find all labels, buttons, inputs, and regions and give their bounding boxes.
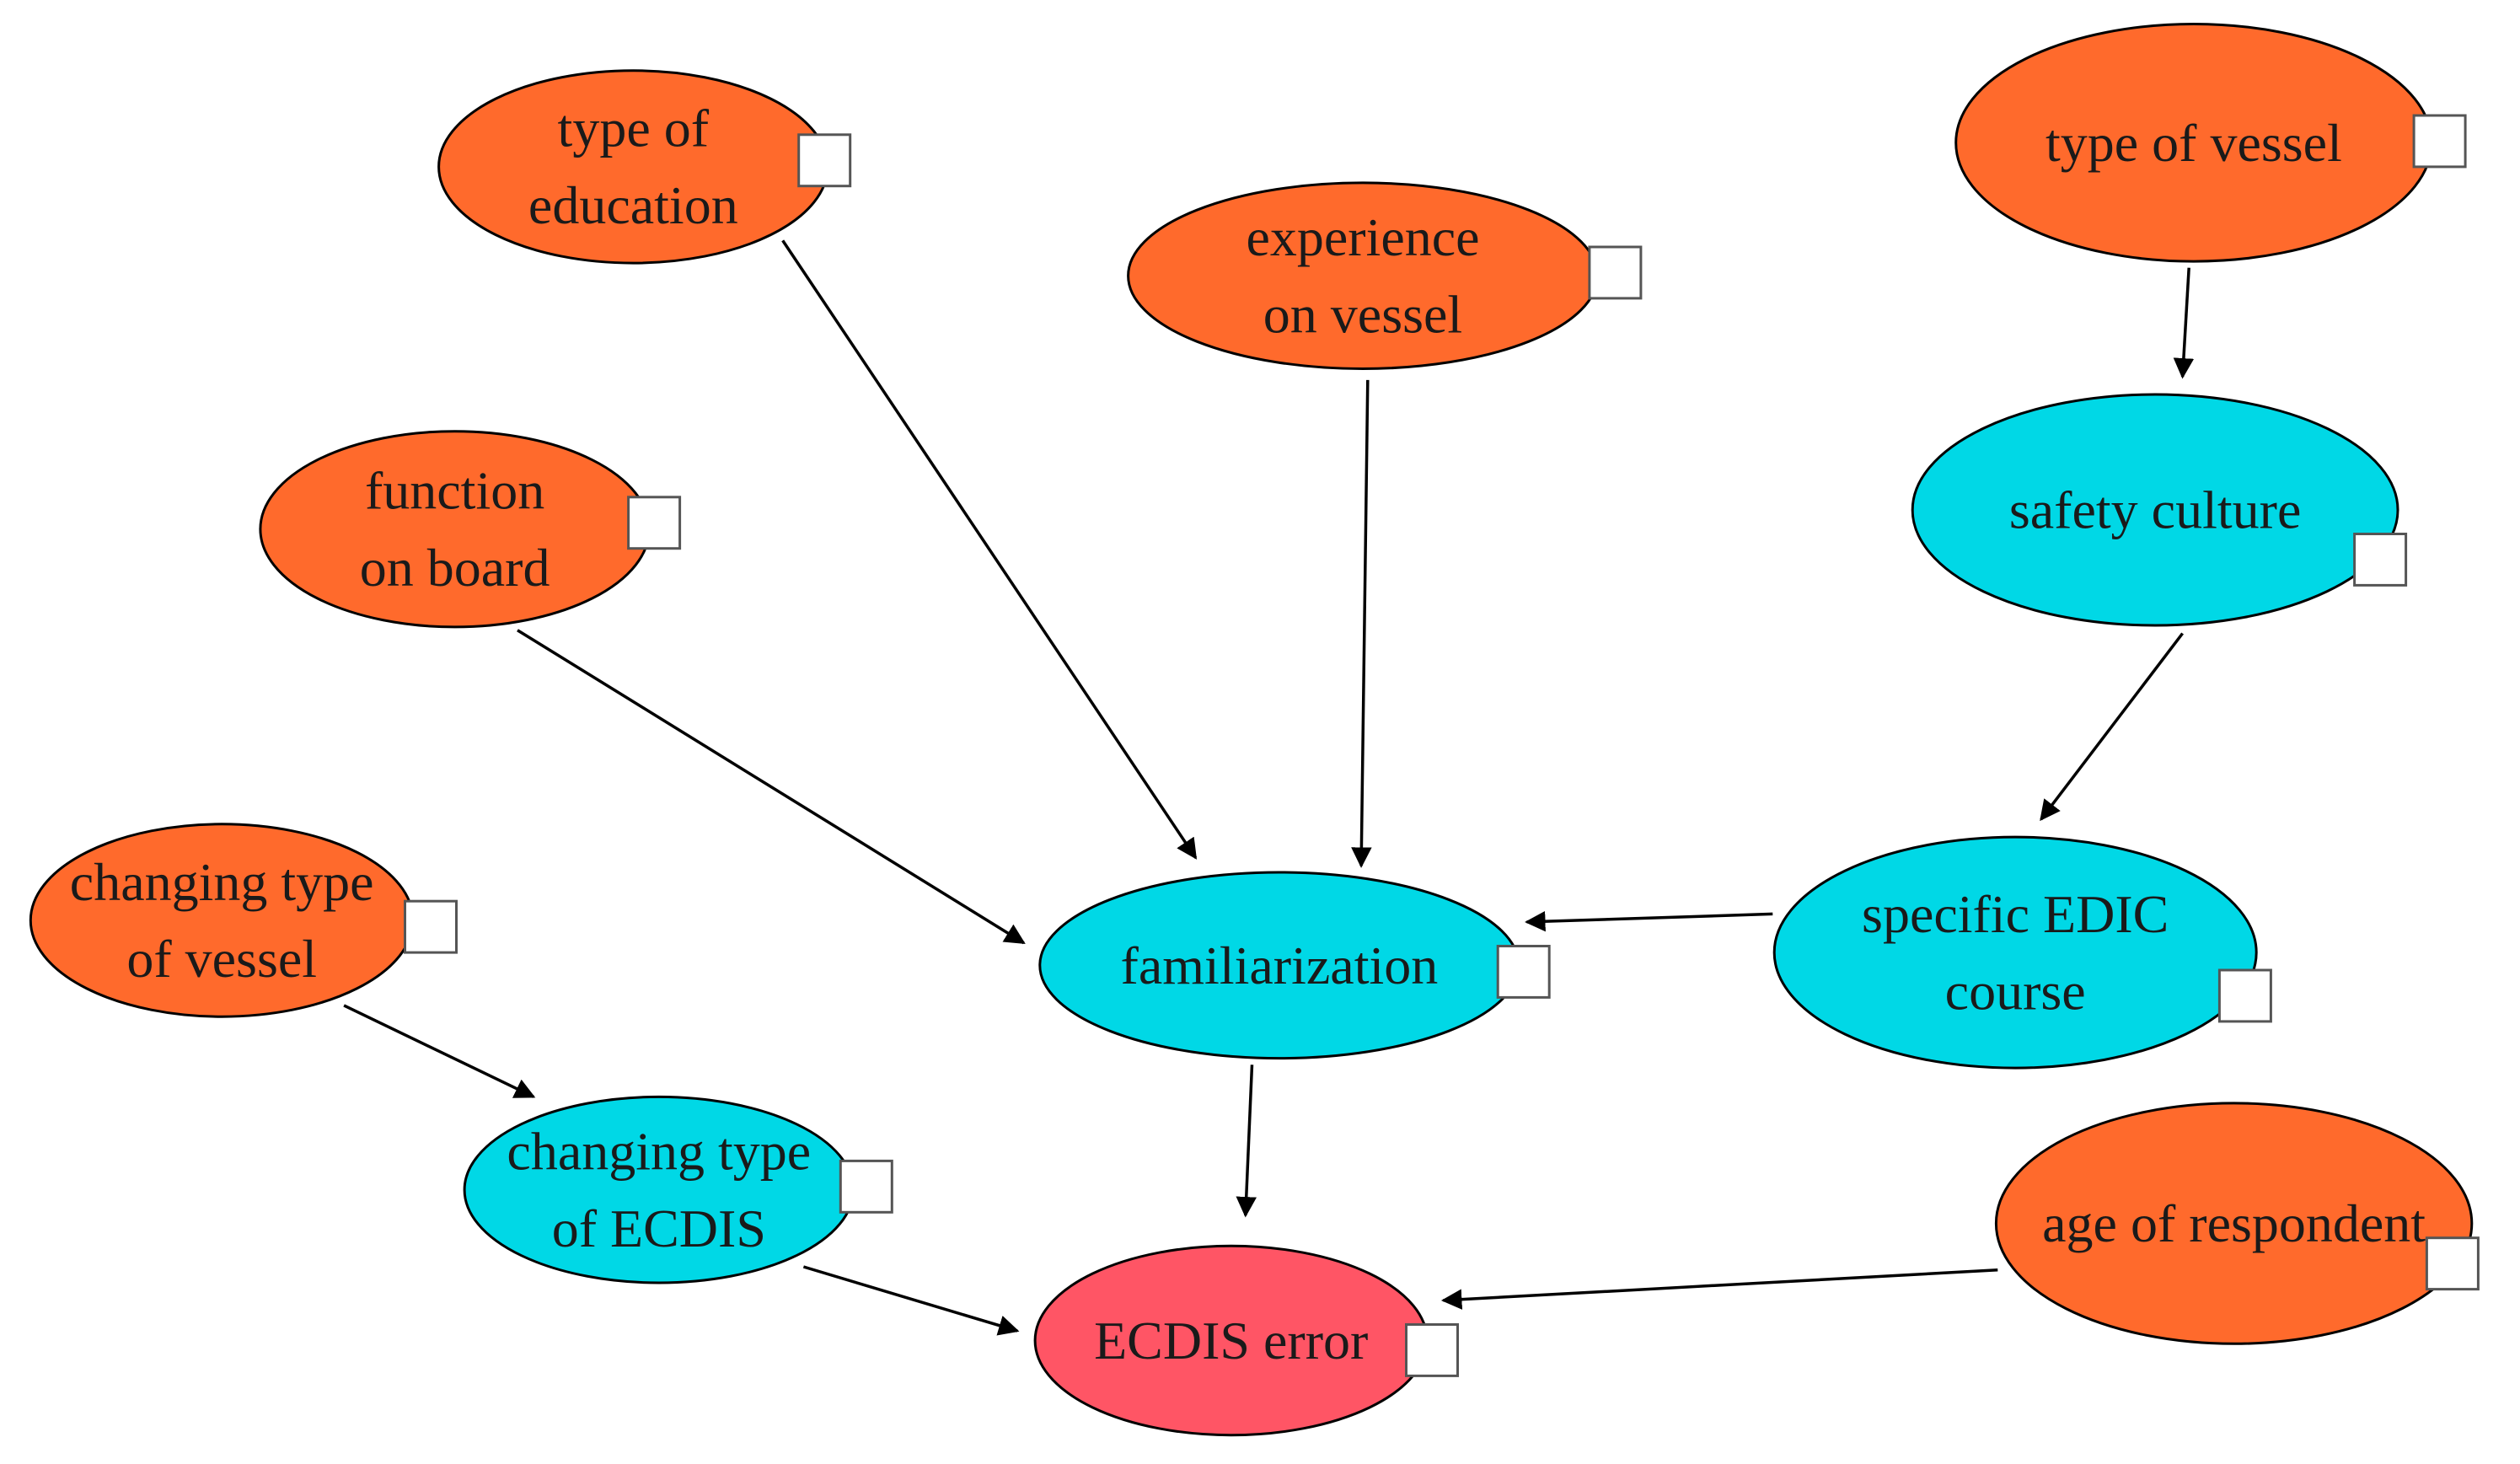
node-safety-culture[interactable]: safety culture: [1911, 393, 2408, 627]
edge-specific-edic-course-to-familiarization: [1525, 910, 1773, 932]
node-specific-edic-course[interactable]: specific EDIC course: [1772, 835, 2272, 1070]
node-checkbox[interactable]: [627, 496, 682, 550]
node-checkbox[interactable]: [404, 899, 458, 954]
edge-changing-type-of-ecdis-to-ecdis-error: [802, 1265, 1020, 1336]
node-label: changing type: [507, 1122, 811, 1182]
node-label: type of: [558, 99, 710, 158]
node-familiarization[interactable]: familiarization: [1038, 871, 1551, 1060]
node-type-of-vessel[interactable]: type of vessel: [1954, 23, 2467, 263]
node-label: familiarization: [1121, 936, 1439, 995]
node-function-on-board[interactable]: function on board: [259, 430, 682, 629]
node-label: safety culture: [2009, 480, 2302, 540]
node-checkbox[interactable]: [2425, 1236, 2480, 1291]
node-checkbox[interactable]: [839, 1159, 893, 1214]
node-label: ECDIS error: [1094, 1311, 1368, 1370]
node-label: education: [528, 175, 738, 235]
edge-age-of-respondent-to-ecdis-error: [1440, 1268, 1998, 1310]
node-label: on board: [360, 538, 550, 598]
node-label: changing type: [70, 852, 374, 912]
node-type-of-education[interactable]: type of education: [437, 69, 852, 265]
node-label: type of vessel: [2045, 113, 2342, 173]
edge-experience-on-vessel-to-familiarization: [1351, 379, 1372, 868]
node-checkbox[interactable]: [2412, 114, 2467, 169]
node-changing-type-of-vessel[interactable]: changing type of vessel: [29, 823, 458, 1018]
node-checkbox[interactable]: [1405, 1323, 1459, 1377]
node-age-of-respondent[interactable]: age of respondent: [1994, 1102, 2480, 1345]
node-label: course: [1945, 961, 2086, 1021]
node-label: experience: [1246, 207, 1479, 267]
edge-safety-culture-to-specific-edic-course: [2040, 632, 2184, 822]
node-ellipse[interactable]: [1994, 1102, 2474, 1345]
node-label: age of respondent: [2042, 1193, 2426, 1253]
node-ecdis-error[interactable]: ECDIS error: [1033, 1244, 1459, 1437]
node-changing-type-of-ecdis[interactable]: changing type of ECDIS: [463, 1095, 893, 1284]
edge-changing-type-of-vessel-to-changing-type-of-ecdis: [343, 1004, 536, 1098]
edge-function-on-board-to-familiarization: [517, 629, 1026, 945]
node-label: on vessel: [1263, 284, 1462, 344]
node-label: of ECDIS: [552, 1199, 766, 1258]
node-ellipse[interactable]: [1911, 393, 2399, 627]
edge-type-of-vessel-to-safety-culture: [2173, 267, 2195, 379]
node-checkbox[interactable]: [2353, 533, 2408, 587]
node-ellipse[interactable]: [1772, 835, 2258, 1070]
edge-type-of-education-to-familiarization: [781, 239, 1198, 860]
node-label: of vessel: [126, 929, 317, 989]
node-checkbox[interactable]: [2217, 968, 2272, 1023]
nodes-layer: type of education experience on vessel type …: [29, 23, 2480, 1437]
node-label: function: [365, 461, 544, 521]
edges-layer: [343, 239, 2195, 1336]
node-experience-on-vessel[interactable]: experience on vessel: [1127, 181, 1643, 371]
node-label: specific EDIC: [1862, 884, 2169, 944]
node-checkbox[interactable]: [797, 133, 852, 188]
node-checkbox[interactable]: [1588, 245, 1643, 300]
edge-familiarization-to-ecdis-error: [1236, 1064, 1257, 1218]
node-checkbox[interactable]: [1496, 945, 1551, 999]
